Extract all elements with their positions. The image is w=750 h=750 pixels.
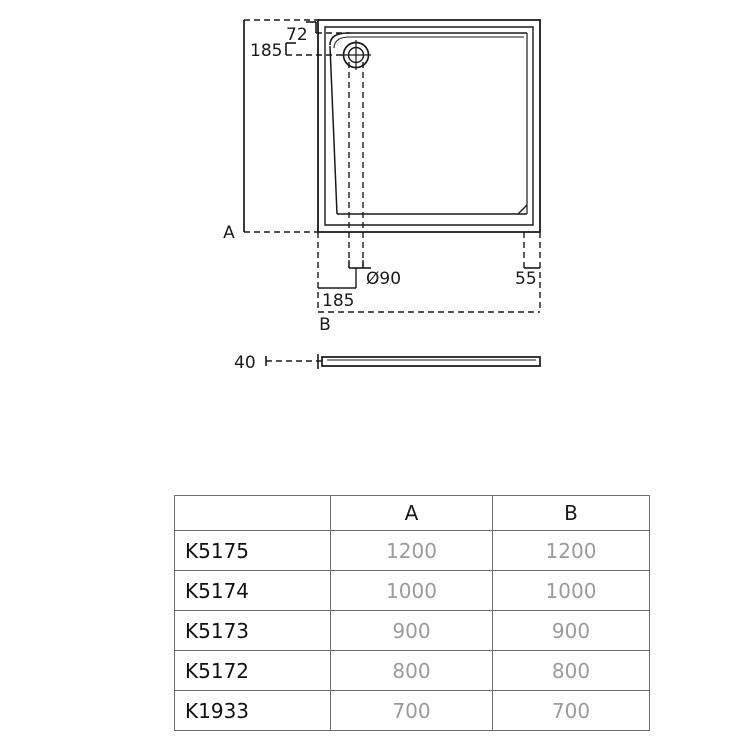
- table-header-row: A B: [174, 495, 650, 531]
- table-row: K5172 800 800: [174, 650, 650, 691]
- table-cell-model: K5172: [174, 650, 331, 691]
- table-cell-a: 1200: [330, 530, 493, 571]
- table-header-a: A: [330, 495, 493, 531]
- tray-basin-floor: [329, 32, 528, 215]
- dimension-185-top: [285, 42, 345, 56]
- table-row: K5173 900 900: [174, 610, 650, 651]
- dimension-185-bottom: [318, 268, 357, 289]
- waste-outlet: [341, 40, 371, 70]
- dimension-waste-diameter: [348, 260, 371, 269]
- dimension-label-A: A: [223, 223, 235, 243]
- table-cell-model: K1933: [174, 690, 331, 731]
- table-row: K5174 1000 1000: [174, 570, 650, 611]
- table-cell-a: 1000: [330, 570, 493, 611]
- model-dimensions-table: A B K5175 1200 1200 K5174 1000 1000 K517…: [174, 495, 650, 731]
- table-cell-b: 1000: [492, 570, 650, 611]
- dimension-extension-lines-bottom: [317, 62, 541, 312]
- table-cell-a: 900: [330, 610, 493, 651]
- tray-plan-outline: [317, 19, 541, 233]
- table-cell-model: K5173: [174, 610, 331, 651]
- table-header-b: B: [492, 495, 650, 531]
- dimension-55-right: [523, 232, 540, 269]
- table-cell-a: 700: [330, 690, 493, 731]
- dimension-label-72: 72: [286, 25, 308, 45]
- dimension-40-thickness: [265, 354, 322, 369]
- table-row: K1933 700 700: [174, 690, 650, 731]
- table-cell-b: 800: [492, 650, 650, 691]
- dimension-label-185-top: 185: [250, 41, 282, 61]
- dimension-A-height: [243, 19, 318, 233]
- dimension-label-waste-diameter: Ø90: [366, 269, 401, 289]
- table-cell-a: 800: [330, 650, 493, 691]
- dimension-label-B: B: [319, 315, 331, 335]
- table-header-model: [174, 495, 331, 531]
- table-cell-model: K5175: [174, 530, 331, 571]
- side-view-section: [321, 356, 541, 367]
- dimension-label-55: 55: [515, 269, 537, 289]
- dimension-label-40-thickness: 40: [234, 353, 256, 373]
- table-cell-model: K5174: [174, 570, 331, 611]
- table-cell-b: 700: [492, 690, 650, 731]
- dimension-label-185-bottom: 185: [322, 291, 354, 311]
- dimension-72-top: [306, 21, 350, 34]
- table-cell-b: 900: [492, 610, 650, 651]
- table-cell-b: 1200: [492, 530, 650, 571]
- table-row: K5175 1200 1200: [174, 530, 650, 571]
